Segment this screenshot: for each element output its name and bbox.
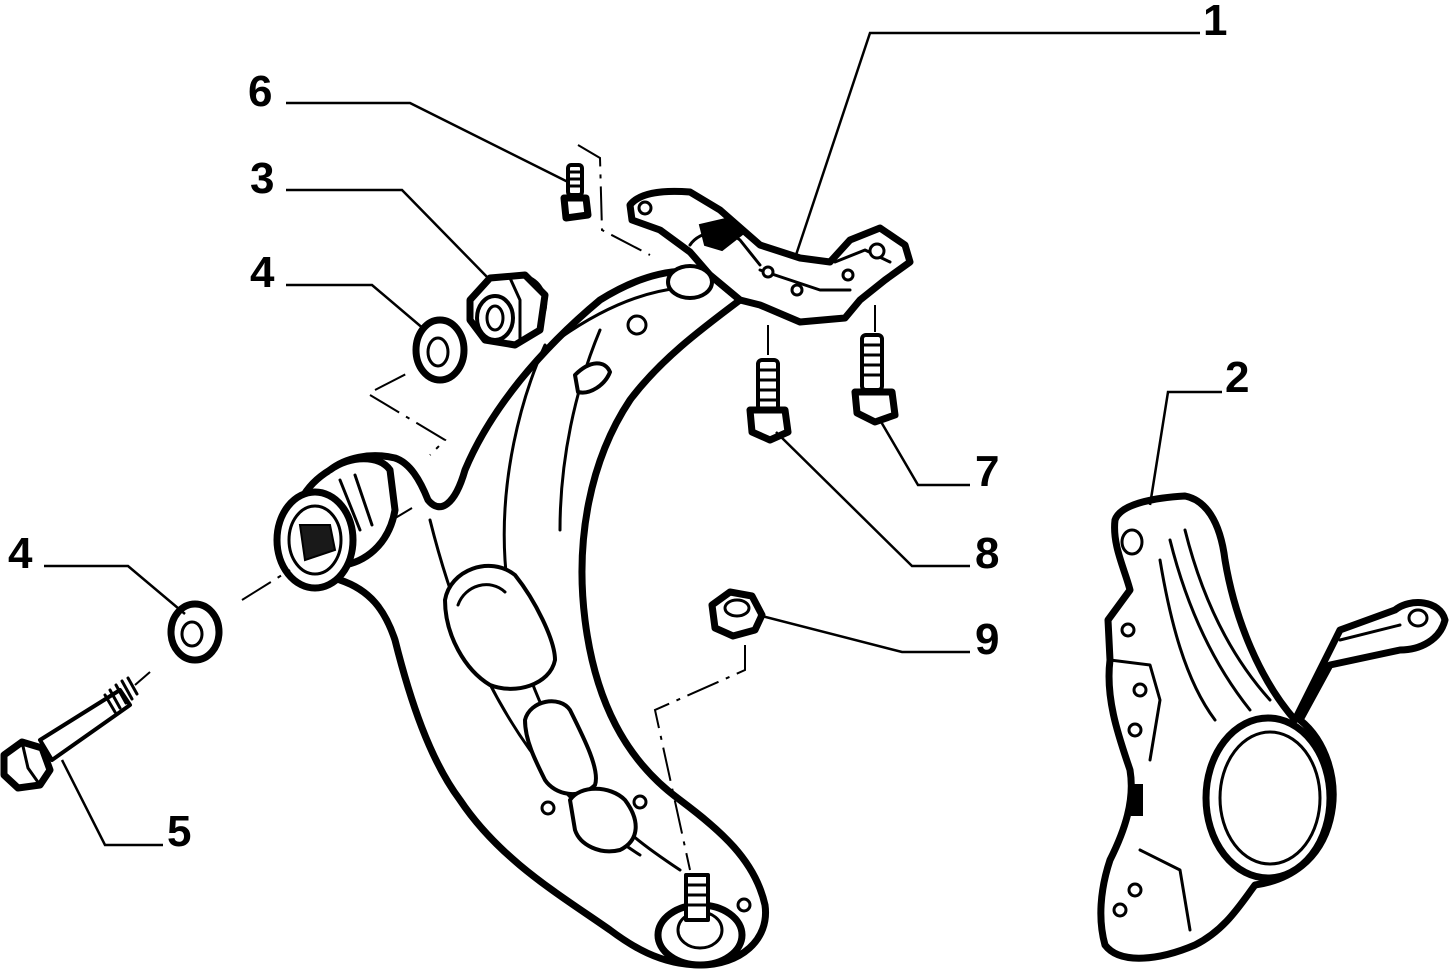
- callout-4-upper: 4: [250, 248, 275, 297]
- bolt-8: [746, 358, 792, 444]
- leader-lines: [44, 31, 1222, 847]
- callout-4-lower: 4: [8, 529, 33, 578]
- screw-6: [560, 163, 592, 222]
- callout-2: 2: [1225, 353, 1249, 402]
- callout-8: 8: [975, 529, 999, 578]
- nut-9: [708, 588, 766, 640]
- assembly-axes: [134, 144, 876, 871]
- callout-labels: 1 2 3 4 4 5 6 7 8 9: [8, 0, 1249, 856]
- callout-1: 1: [1203, 0, 1227, 45]
- washer-4-lower: [167, 600, 223, 664]
- nut-3: [466, 271, 549, 349]
- callout-7: 7: [975, 447, 999, 496]
- washer-4-upper: [412, 316, 468, 384]
- callout-5: 5: [167, 807, 191, 856]
- bolt-5: [0, 676, 139, 792]
- rear-bracket: [626, 187, 914, 326]
- callout-9: 9: [975, 615, 999, 664]
- front-bushing: [273, 455, 399, 592]
- callout-6: 6: [248, 67, 272, 116]
- control-arm: [273, 187, 914, 969]
- steering-knuckle: [1097, 492, 1449, 962]
- callout-3: 3: [250, 154, 274, 203]
- bolt-7: [851, 333, 899, 426]
- ball-joint: [654, 873, 746, 969]
